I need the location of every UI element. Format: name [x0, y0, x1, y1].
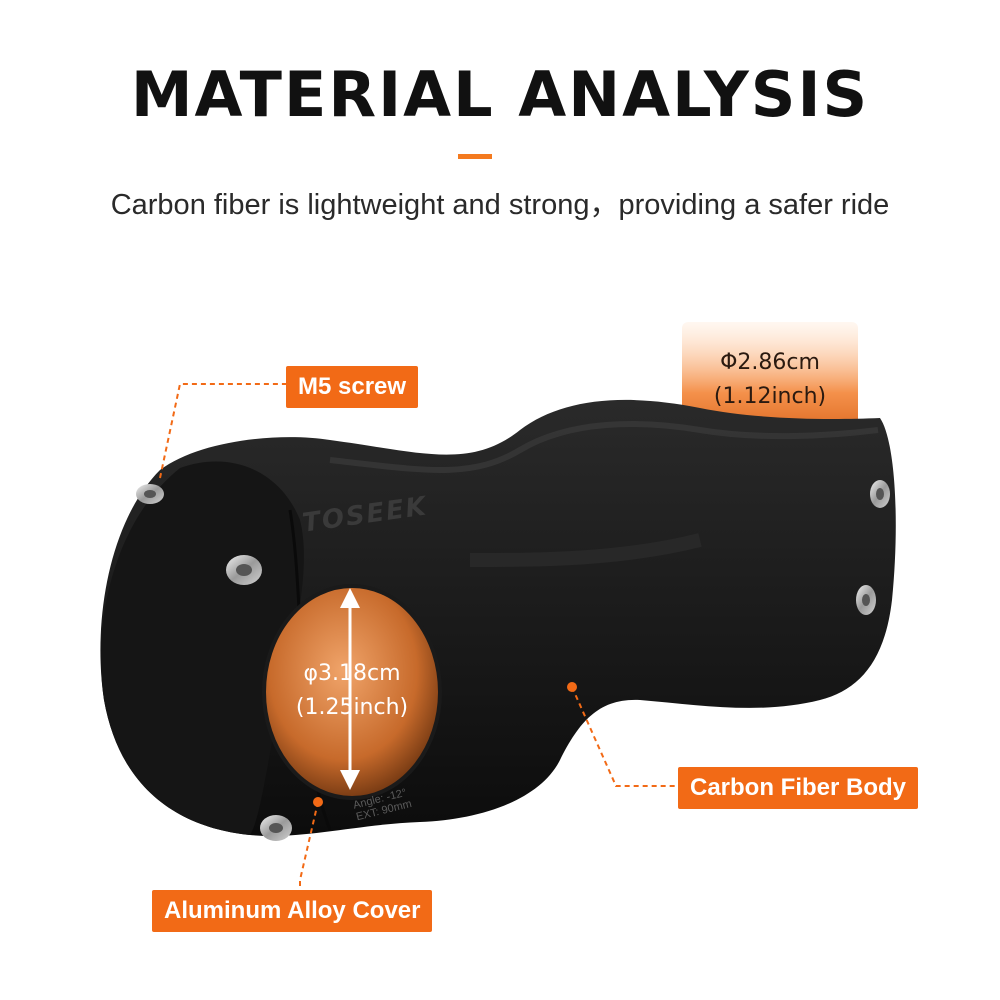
- arrow-head-down: [340, 770, 360, 790]
- page-title: MATERIAL ANALYSIS: [130, 58, 870, 131]
- handlebar-bore: [264, 586, 440, 798]
- callout-carbon-fiber-body: Carbon Fiber Body: [678, 767, 919, 809]
- side-highlight: [469, 533, 702, 567]
- body-highlight: [329, 421, 879, 473]
- steerer-dimension: Φ2.86cm (1.12inch): [686, 346, 854, 414]
- handlebar-dimension-imperial: (1.25inch): [295, 695, 409, 720]
- bolt-right-top: [870, 480, 890, 508]
- aluminum-cover: [100, 461, 304, 835]
- title-accent-bar: [458, 154, 492, 159]
- bolt-top-left: [136, 484, 164, 504]
- bolt-right-bottom: [856, 585, 876, 615]
- steerer-dimension-metric: Φ2.86cm: [720, 350, 820, 375]
- page-subtitle: Carbon fiber is lightweight and strong，p…: [110, 189, 890, 221]
- steerer-bore-highlight: [682, 322, 858, 440]
- bolt-bottom-left: [260, 815, 292, 841]
- leader-carbon-body: [571, 686, 678, 787]
- handlebar-dimension-metric: φ3.18cm: [303, 661, 401, 686]
- leader-m5-screw: [159, 383, 286, 479]
- callout-aluminum-alloy-cover: Aluminum Alloy Cover: [152, 890, 433, 932]
- callout-m5-screw: M5 screw: [286, 366, 419, 408]
- arrow-head-up: [340, 588, 360, 608]
- steerer-dimension-imperial: (1.12inch): [713, 384, 827, 409]
- handlebar-dimension: φ3.18cm (1.25inch): [282, 657, 422, 725]
- bolt-mid-left: [226, 555, 262, 585]
